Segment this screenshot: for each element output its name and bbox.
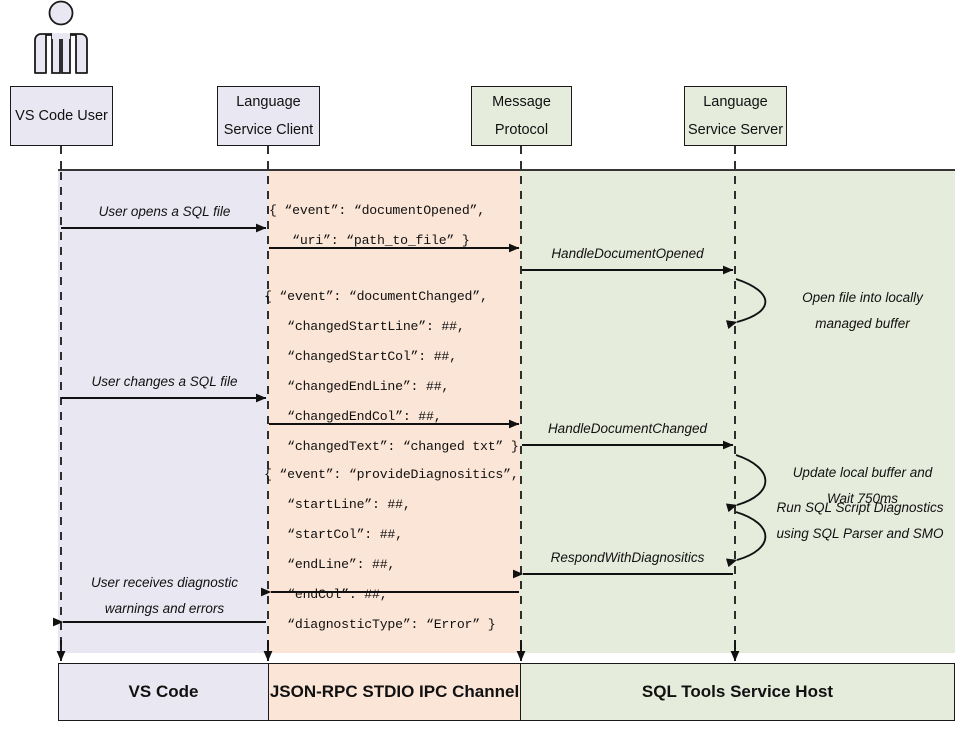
band-vs-code [58, 170, 268, 653]
payload-line: { “event”: “documentChanged”, [264, 289, 488, 304]
footer-label: JSON-RPC STDIO IPC Channel [269, 682, 520, 701]
footer-sql-tools[interactable]: SQL Tools Service Host [520, 663, 955, 721]
payload-line: “changedEndCol”: ##, [264, 409, 442, 424]
footer-label: VS Code [128, 682, 199, 701]
note-line-1: Run SQL Script Diagnostics [776, 500, 944, 515]
band-sql-tools [520, 170, 955, 653]
label-line-1: User receives diagnostic [90, 575, 239, 590]
label-handle-document-opened: HandleDocumentOpened [551, 246, 704, 261]
payload-line: “startLine”: ##, [264, 497, 411, 512]
participant-box-message-protocol[interactable]: Message Protocol [471, 86, 572, 146]
label-handle-document-changed: HandleDocumentChanged [547, 421, 708, 436]
self-loop-open-file [725, 278, 767, 329]
payload-line: “uri”: “path_to_file” } [269, 233, 470, 248]
footer-label: SQL Tools Service Host [641, 682, 834, 701]
participant-label-line: Message [492, 94, 551, 110]
footer-vs-code[interactable]: VS Code [58, 663, 269, 721]
participant-label-line: Protocol [494, 121, 549, 138]
participant-box-vs-code-user[interactable]: VS Code User [10, 86, 113, 146]
payload-document-opened: { “event”: “documentOpened”, “uri”: “pat… [269, 196, 485, 256]
vs-code-user-actor-icon [34, 0, 88, 74]
note-update-buffer: Update local buffer and Wait 750ms [770, 460, 955, 513]
payload-document-changed: { “event”: “documentChanged”, “changedSt… [264, 282, 519, 462]
note-line-1: Open file into locally [802, 290, 923, 305]
participant-label-line: VS Code User [15, 107, 108, 124]
label-user-changes-file: User changes a SQL file [91, 374, 238, 389]
label-respond-with-diagnositics: RespondWithDiagnositics [550, 550, 705, 565]
payload-line: “changedText”: “changed txt” } [264, 439, 519, 454]
note-run-diagnostics: Run SQL Script Diagnostics using SQL Par… [764, 495, 956, 548]
payload-line: “changedStartLine”: ##, [264, 319, 465, 334]
note-line-2: managed buffer [815, 316, 910, 332]
self-loop-update-buffer [725, 454, 767, 513]
participant-label-line: Language [236, 94, 301, 110]
payload-line: “changedStartCol”: ##, [264, 349, 457, 364]
participant-label-line: Service Client [223, 121, 314, 138]
footer-json-rpc[interactable]: JSON-RPC STDIO IPC Channel [268, 663, 521, 721]
payload-line: “diagnosticType”: “Error” } [264, 617, 496, 632]
participant-box-language-service-server[interactable]: Language Service Server [684, 86, 787, 146]
payload-provide-diagnositics: { “event”: “provideDiagnositics”, “start… [264, 460, 519, 640]
note-line-1: Update local buffer and [792, 465, 933, 480]
self-loop-run-diagnostics [725, 511, 767, 568]
label-line-2: warnings and errors [104, 601, 225, 617]
payload-line: { “event”: “provideDiagnositics”, [264, 467, 519, 482]
band-json-rpc [268, 170, 520, 653]
note-line-2: using SQL Parser and SMO [776, 526, 944, 542]
payload-line: “endCol”: ##, [264, 587, 388, 602]
note-open-file: Open file into locally managed buffer [770, 285, 955, 338]
participant-label-line: Language [703, 94, 768, 110]
note-line-2: Wait 750ms [826, 491, 899, 507]
participant-box-language-service-client[interactable]: Language Service Client [217, 86, 320, 146]
label-user-opens-file: User opens a SQL file [98, 204, 231, 219]
payload-line: “endLine”: ##, [264, 557, 396, 572]
payload-line: “startCol”: ##, [264, 527, 403, 542]
payload-line: { “event”: “documentOpened”, [269, 203, 485, 218]
label-user-receives-diagnostics: User receives diagnostic warnings and er… [61, 570, 268, 623]
participant-label-line: Service Server [687, 121, 784, 138]
payload-line: “changedEndLine”: ##, [264, 379, 450, 394]
